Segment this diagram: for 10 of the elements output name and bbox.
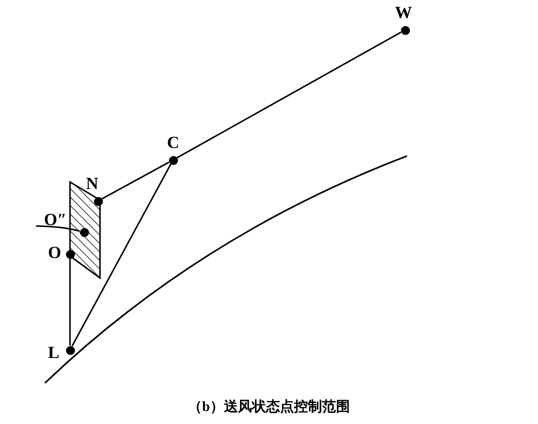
point-label: W [395, 4, 412, 21]
point-label: O″ [44, 211, 67, 228]
point-label: N [86, 175, 98, 192]
connector-line [176, 32, 402, 158]
connector-line [69, 258, 71, 346]
connector-line [71, 164, 172, 346]
point-label: L [48, 344, 60, 361]
point-label: O [48, 244, 62, 261]
point-label: C [167, 134, 180, 151]
figure-caption: （b）送风状态点控制范围 [187, 398, 351, 416]
